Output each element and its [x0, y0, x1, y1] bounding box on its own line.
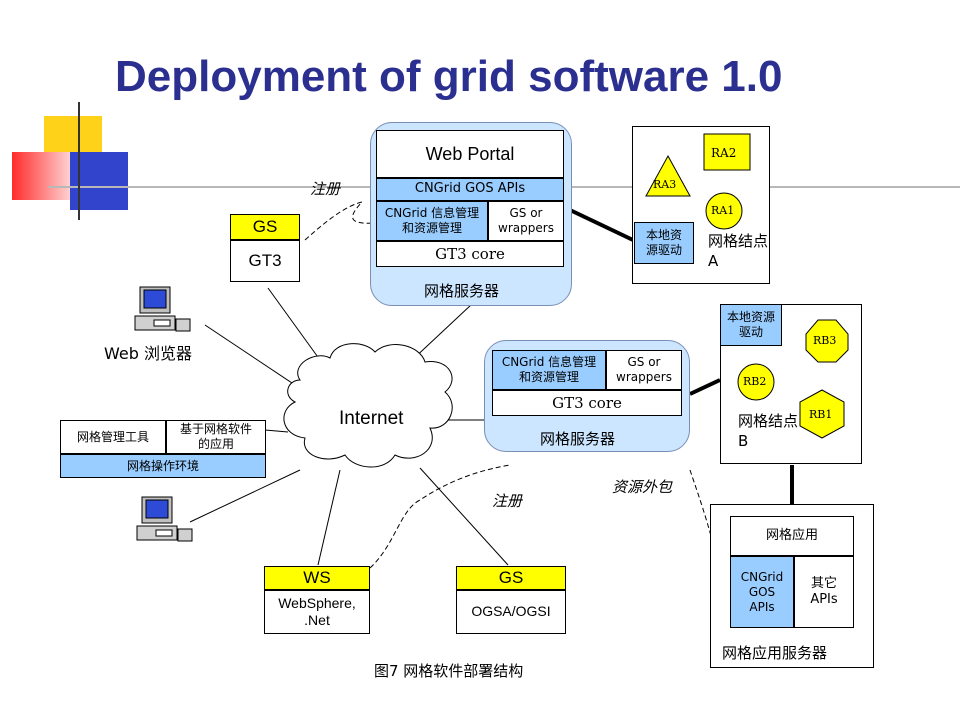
rb2-label: RB2	[743, 375, 767, 388]
grid-apps-box: 基于网格软件的应用	[166, 420, 266, 454]
grid-app-box: 网格应用	[730, 516, 854, 556]
thick-line-node-a	[569, 208, 634, 242]
ra3-label: RA3	[653, 178, 677, 191]
line-gs-ogsa-internet	[419, 467, 509, 566]
register-label-bottom: 注册	[492, 492, 523, 510]
line-ws-internet	[317, 469, 341, 566]
page-title: Deployment of grid software 1.0	[115, 52, 783, 101]
figure-caption: 图7 网格软件部署结构	[374, 662, 524, 680]
line-browser-internet	[204, 324, 296, 386]
line-pc-internet	[189, 469, 301, 523]
ws-box-header: WS	[264, 566, 370, 590]
grid-os-env-box: 网格操作环境	[60, 454, 266, 478]
gs-box-header: GS	[230, 214, 300, 240]
node-b-label: 网格结点 B	[738, 412, 799, 450]
gt3-core-box-mid: GT3 core	[492, 390, 682, 416]
rb3-resource	[805, 319, 849, 363]
ra3-resource	[645, 154, 691, 197]
other-apis-box: 其它 APIs	[794, 556, 854, 628]
info-mgmt-box-top: CNGrid 信息管理和资源管理	[376, 201, 488, 241]
gt3-core-box-top: GT3 core	[376, 241, 564, 267]
app-gos-apis-box: CNGrid GOS APIs	[730, 556, 794, 628]
ra1-label: RA1	[711, 204, 735, 217]
gt3-box-body: GT3	[230, 240, 300, 282]
grid-server-mid-label: 网格服务器	[540, 430, 616, 448]
thick-line-node-b	[689, 378, 721, 396]
dash-register-bottom	[369, 464, 511, 569]
mgmt-tool-box: 网格管理工具	[60, 420, 166, 454]
line-server-internet	[409, 303, 473, 363]
deco-vertical-line	[78, 102, 80, 220]
node-b-driver-box: 本地资源驱动	[720, 304, 782, 346]
ra1-resource	[705, 192, 743, 230]
register-label-top: 注册	[310, 180, 341, 198]
computer-icon-browser	[134, 286, 194, 336]
web-browser-label: Web 浏览器	[104, 344, 192, 363]
rb1-resource	[799, 389, 845, 439]
info-mgmt-box-mid: CNGrid 信息管理和资源管理	[492, 350, 606, 390]
node-a-driver-box: 本地资源驱动	[634, 222, 694, 264]
line-mgmt-internet	[264, 429, 289, 433]
internet-label: Internet	[339, 408, 404, 429]
grid-server-top-label: 网格服务器	[424, 282, 500, 300]
ogsa-box-body: OGSA/OGSI	[456, 590, 566, 634]
rb2-resource	[737, 363, 775, 401]
web-portal-box: Web Portal	[376, 130, 564, 178]
line-gs-internet	[267, 287, 321, 361]
gos-apis-box: CNGrid GOS APIs	[376, 178, 564, 201]
gs-wrappers-box-mid: GS or wrappers	[606, 350, 682, 390]
computer-icon-client	[136, 496, 196, 546]
ws-box-body: WebSphere, .Net	[264, 590, 370, 634]
rb3-label: RB3	[813, 334, 837, 347]
ra2-label: RA2	[711, 146, 737, 160]
resource-wrap-label: 资源外包	[612, 478, 673, 496]
grid-app-server-label: 网格应用服务器	[722, 644, 828, 662]
gs-ogsa-box-header: GS	[456, 566, 566, 590]
node-a-label: 网格结点 A	[708, 232, 769, 270]
internet-cloud	[283, 343, 453, 468]
gs-wrappers-box-top: GS or wrappers	[488, 201, 564, 241]
rb1-label: RB1	[809, 408, 833, 421]
deco-red-square	[12, 152, 70, 200]
ra2-resource	[703, 133, 751, 171]
